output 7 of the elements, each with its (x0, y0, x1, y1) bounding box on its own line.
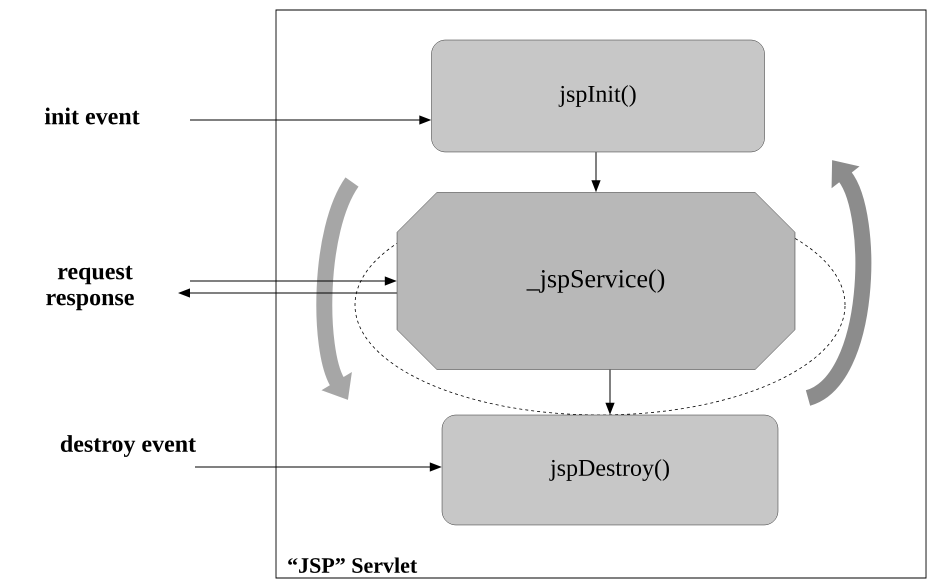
event-label: request (58, 266, 133, 284)
event-label: destroy event (60, 435, 196, 457)
event-label: response (46, 294, 134, 310)
method-octagon: _jspService() (396, 192, 796, 370)
method-box: jspDestroy() (442, 414, 778, 526)
method-box: jspInit() (431, 40, 765, 152)
event-label: init event (44, 108, 140, 124)
